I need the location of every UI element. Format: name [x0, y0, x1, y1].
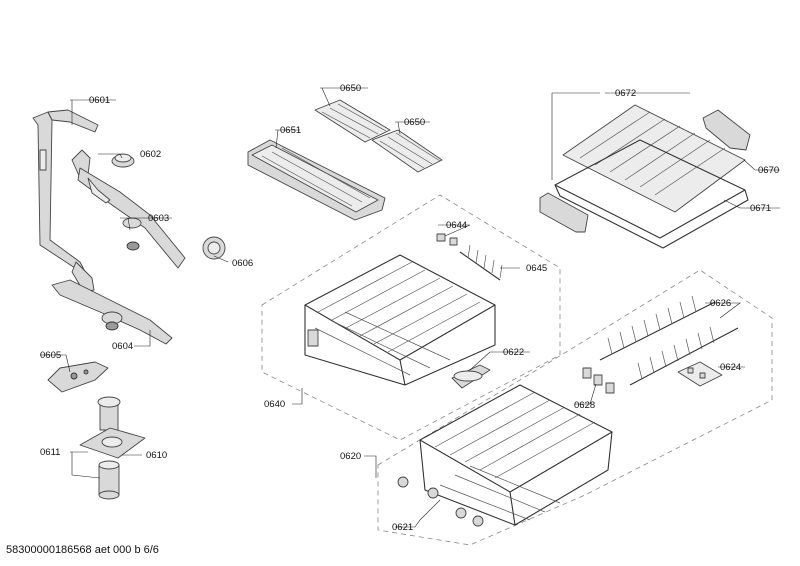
label-0605: 0605 — [40, 350, 61, 361]
basket-handle — [451, 364, 491, 389]
label-0645: 0645 — [526, 263, 547, 274]
label-0650-right: 0650 — [404, 117, 425, 128]
label-0620: 0620 — [340, 451, 361, 462]
label-0671: 0671 — [750, 203, 771, 214]
lower-basket — [419, 384, 613, 526]
tine-row-clips — [582, 367, 615, 394]
label-0604: 0604 — [112, 341, 133, 352]
label-0603: 0603 — [148, 213, 169, 224]
label-0626: 0626 — [710, 298, 731, 309]
cutlery-insert-right — [371, 129, 443, 173]
spray-arm-supply-tube — [32, 109, 99, 293]
nut-part — [111, 153, 135, 168]
cutlery-insert-left — [314, 99, 391, 143]
document-reference: 58300000186568 aet 000 b 6/6 — [6, 544, 159, 556]
upper-clips — [436, 233, 458, 246]
filter-cover — [47, 361, 109, 393]
label-0606: 0606 — [232, 258, 253, 269]
label-0624: 0624 — [720, 362, 741, 373]
lower-tine-rows — [599, 295, 739, 386]
label-0670: 0670 — [758, 165, 779, 176]
third-rack — [539, 104, 751, 249]
label-0610: 0610 — [146, 450, 167, 461]
lower-basket-group-outline — [377, 269, 773, 546]
upper-spray-arm — [71, 149, 186, 269]
label-0644: 0644 — [446, 220, 467, 231]
label-0672: 0672 — [615, 88, 636, 99]
lower-basket-wheels — [397, 476, 484, 527]
label-0601: 0601 — [89, 95, 110, 106]
filter-assembly — [79, 396, 146, 500]
label-0611: 0611 — [40, 447, 60, 458]
upper-tine-row — [459, 244, 503, 281]
cutlery-tray — [247, 139, 386, 221]
upper-basket — [304, 254, 496, 386]
leader-lines — [40, 87, 780, 528]
label-0602: 0602 — [140, 149, 161, 160]
label-0628: 0628 — [574, 400, 595, 411]
label-0640: 0640 — [264, 399, 285, 410]
label-0622: 0622 — [503, 347, 524, 358]
strainer-disc — [202, 236, 226, 260]
part-labels: 0601 0602 0603 0604 0605 0606 0610 0611 … — [40, 83, 779, 533]
label-0621: 0621 — [392, 522, 413, 533]
lower-spray-arm — [51, 279, 173, 345]
label-0650-left: 0650 — [340, 83, 361, 94]
upper-basket-group-outline — [261, 194, 561, 441]
label-0651: 0651 — [280, 125, 301, 136]
clip-set — [677, 361, 723, 387]
